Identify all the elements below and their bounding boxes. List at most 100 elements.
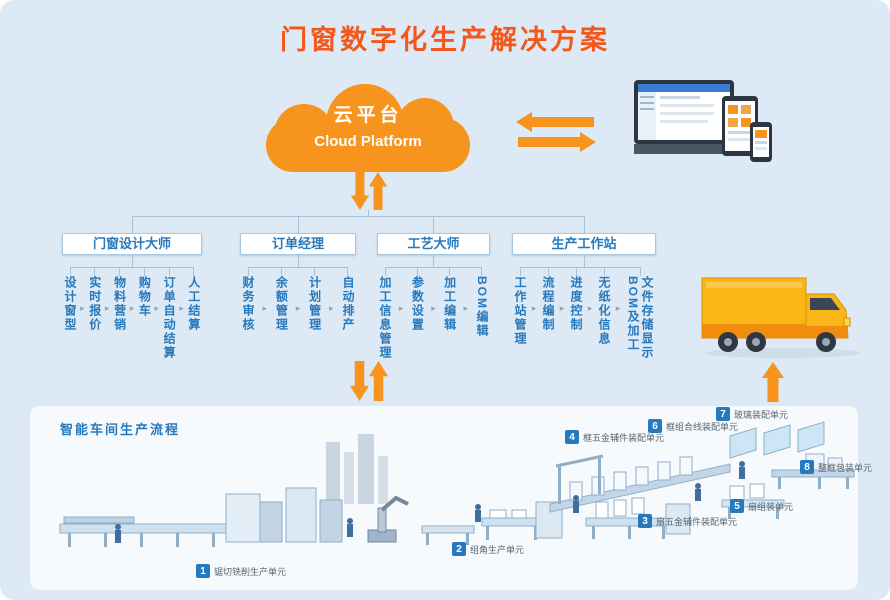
connector-line — [433, 216, 434, 233]
workshop-panel: 智能车间生产流程 1 锯切铣削生产单元 2 组角生产单元 3 扇五金辅件装配单元… — [30, 406, 872, 590]
feature-item: 无纸化信息 — [596, 267, 612, 362]
feature-item: 加工信息管理 — [377, 267, 393, 362]
feature-item: 购物车 — [136, 267, 152, 362]
group-header: 工艺大师 — [377, 233, 490, 255]
module-group-workstation: 生产工作站 工作站管理 ▸ 流程编制 ▸ 进度控制 ▸ 无纸化信息 ▸ 文件存储… — [512, 233, 656, 362]
feature-label: 工作站管理 — [513, 276, 527, 346]
workshop-illustration — [59, 421, 855, 547]
feature-row: 加工信息管理 ▸ 参数设置 ▸ 加工编辑 ▸ BOM编辑 — [377, 267, 490, 362]
station-6: 6 框组合线装配单元 — [648, 419, 738, 433]
feature-item: 人工结算 — [186, 267, 202, 362]
station-number-badge: 3 — [638, 514, 652, 528]
feature-label: 购物车 — [137, 276, 152, 318]
flow-arrow-icon: ▸ — [398, 303, 404, 313]
station-number-badge: 8 — [800, 460, 814, 474]
down-up-arrows-icon — [349, 361, 389, 401]
flow-arrow-icon: ▸ — [463, 303, 469, 313]
station-number-badge: 7 — [716, 407, 730, 421]
module-group-process-master: 工艺大师 加工信息管理 ▸ 参数设置 ▸ 加工编辑 ▸ BOM编辑 — [377, 233, 490, 362]
feature-item: 实时报价 — [87, 267, 103, 362]
flow-arrow-icon: ▸ — [559, 303, 565, 313]
feature-item: 财务审核 — [240, 267, 256, 362]
cloud-subtitle: Cloud Platform — [314, 133, 422, 150]
connector-line — [583, 255, 585, 267]
truck-illustration — [701, 277, 861, 358]
feature-label: 实时报价 — [87, 276, 102, 332]
feature-label: 订单自动结算 — [162, 276, 177, 360]
group-header: 生产工作站 — [512, 233, 656, 255]
feature-label: 加工信息管理 — [378, 276, 392, 360]
station-2: 2 组角生产单元 — [452, 542, 524, 556]
flow-arrow-icon: ▸ — [129, 303, 135, 313]
feature-item: 设计窗型 — [62, 267, 78, 362]
feature-label: 进度控制 — [569, 276, 583, 332]
flow-arrow-icon: ▸ — [154, 303, 159, 313]
connector-line — [132, 216, 584, 217]
feature-row: 财务审核 ▸ 余额管理 ▸ 计划管理 ▸ 自动排产 — [240, 267, 356, 362]
station-4: 4 框五金辅件装配单元 — [565, 430, 664, 444]
station-label: 扇五金辅件装配单元 — [656, 516, 738, 527]
feature-label: 物料营销 — [112, 276, 127, 332]
page-title: 门窗数字化生产解决方案 — [280, 25, 610, 55]
feature-label: 自动排产 — [340, 276, 355, 332]
feature-item: 余额管理 — [273, 267, 289, 362]
feature-item: 物料营销 — [112, 267, 128, 362]
flow-arrow-icon: ▸ — [104, 303, 110, 313]
module-group-order-manager: 订单经理 财务审核 ▸ 余额管理 ▸ 计划管理 ▸ 自动排产 — [240, 233, 356, 362]
up-arrow-icon — [762, 362, 784, 402]
flow-arrow-icon: ▸ — [80, 303, 85, 313]
station-7: 7 玻璃装配单元 — [716, 407, 788, 421]
feature-row: 设计窗型 ▸ 实时报价 ▸ 物料营销 ▸ 购物车 ▸ 订单自动结算 ▸ 人工结算 — [62, 267, 202, 362]
feature-item: 订单自动结算 — [161, 267, 177, 362]
cloud-shape — [266, 118, 470, 172]
feature-label: BOM编辑 — [474, 276, 489, 338]
cloud-platform: 云平台 Cloud Platform — [266, 84, 470, 172]
feature-label: 文件存储显示BOM及加工 — [626, 276, 654, 360]
feature-label: 加工编辑 — [442, 276, 457, 332]
feature-label: 计划管理 — [307, 276, 322, 332]
feature-item: 流程编制 — [540, 267, 556, 362]
workshop-title: 智能车间生产流程 — [60, 422, 181, 437]
station-number-badge: 1 — [196, 564, 210, 578]
station-3: 3 扇五金辅件装配单元 — [638, 514, 737, 528]
connector-line — [132, 216, 133, 233]
feature-item: 进度控制 — [568, 267, 584, 362]
feature-label: 设计窗型 — [63, 276, 77, 332]
feature-item: 加工编辑 — [442, 267, 458, 362]
connector-line — [433, 255, 434, 267]
flow-arrow-icon: ▸ — [431, 303, 436, 313]
devices-illustration — [634, 80, 772, 162]
station-5: 5 扇组装单元 — [730, 499, 793, 513]
flow-arrow-icon: ▸ — [262, 303, 267, 313]
down-up-arrows-icon — [350, 172, 388, 210]
feature-item: 计划管理 — [307, 267, 323, 362]
connector-line — [131, 255, 133, 267]
station-number-badge: 2 — [452, 542, 466, 556]
feature-label: 无纸化信息 — [597, 276, 611, 346]
flow-arrow-icon: ▸ — [531, 303, 537, 313]
station-1: 1 锯切铣削生产单元 — [196, 564, 286, 578]
flow-arrow-icon: ▸ — [295, 303, 301, 313]
station-label: 扇组装单元 — [748, 501, 794, 512]
cloud-title: 云平台 — [333, 105, 403, 126]
station-label: 锯切铣削生产单元 — [214, 566, 287, 577]
feature-label: 财务审核 — [241, 276, 255, 332]
feature-label: 人工结算 — [186, 276, 201, 332]
station-label: 组角生产单元 — [470, 544, 525, 555]
flow-arrow-icon: ▸ — [179, 303, 184, 313]
feature-item: 文件存储显示BOM及加工 — [624, 267, 656, 362]
station-label: 框组合线装配单元 — [666, 421, 739, 432]
module-group-design-master: 门窗设计大师 设计窗型 ▸ 实时报价 ▸ 物料营销 ▸ 购物车 ▸ 订单自动结算… — [62, 233, 202, 362]
flow-arrow-icon: ▸ — [587, 303, 593, 313]
station-number-badge: 5 — [730, 499, 744, 513]
station-label: 框五金辅件装配单元 — [583, 432, 665, 443]
feature-item: 参数设置 — [409, 267, 425, 362]
feature-item: 工作站管理 — [512, 267, 528, 362]
station-number-badge: 6 — [648, 419, 662, 433]
group-header: 门窗设计大师 — [62, 233, 202, 255]
connector-line — [584, 216, 585, 233]
feature-label: 流程编制 — [541, 276, 555, 332]
connector-line — [368, 210, 369, 216]
feature-item: BOM编辑 — [474, 267, 490, 362]
